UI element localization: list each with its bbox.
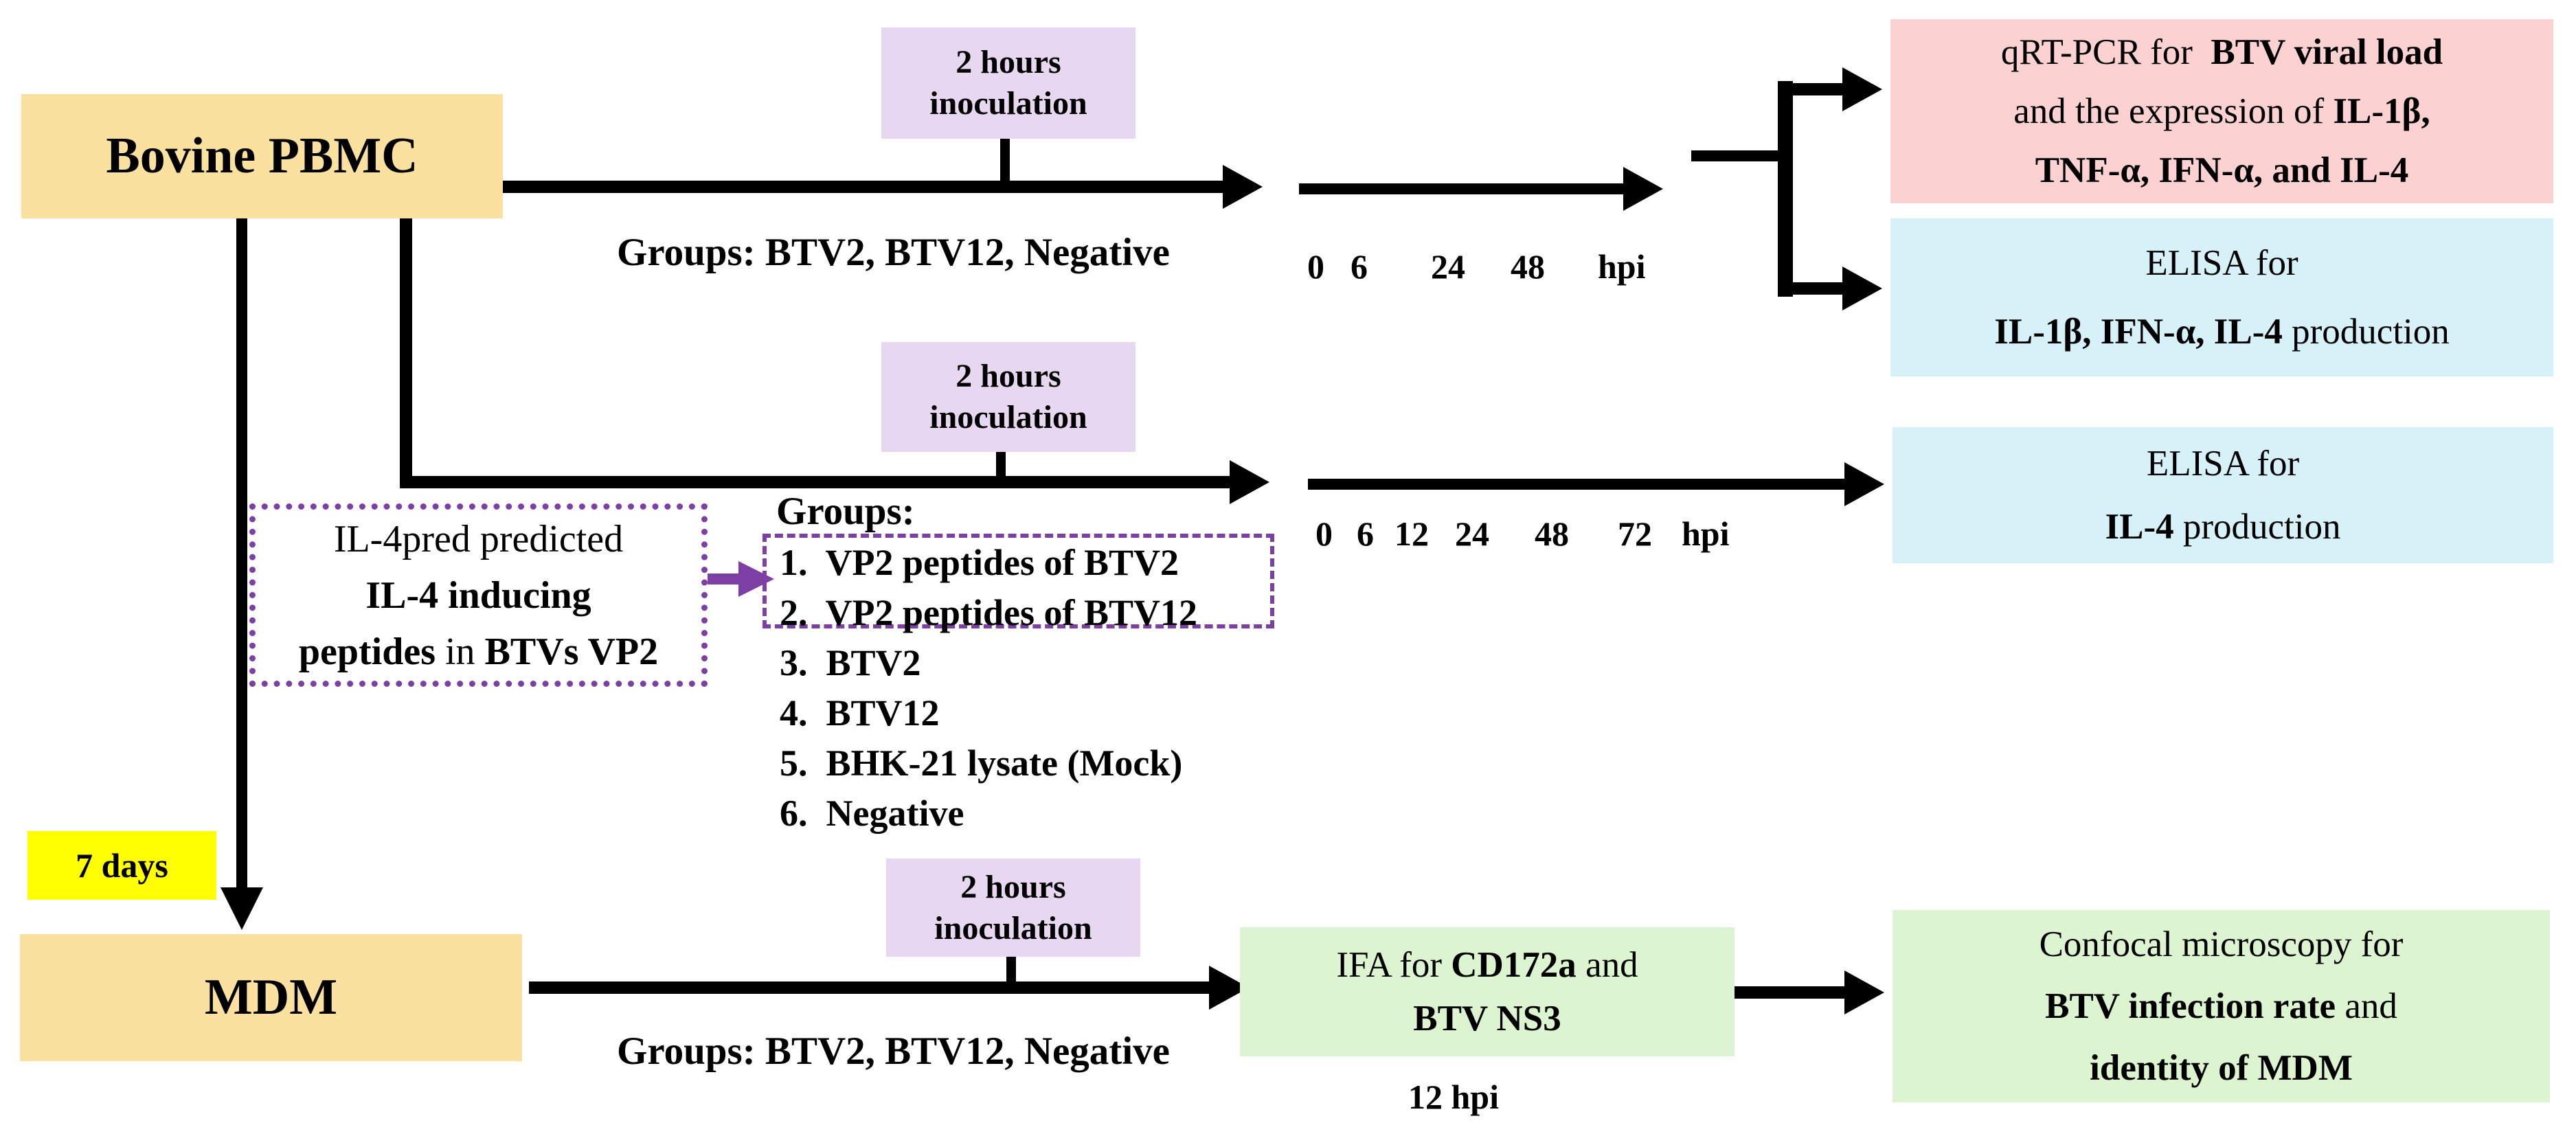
timeline1-head-icon	[1623, 167, 1663, 211]
timeline1-tick-hpi: hpi	[1598, 247, 1646, 286]
pbmc-to-mdm-line	[236, 218, 247, 887]
groups-label-row1: Groups: BTV2, BTV12, Negative	[617, 231, 1170, 274]
inoculation-box-3: 2 hours inoculation	[886, 859, 1140, 957]
inoculation-line1: 2 hours	[960, 868, 1066, 905]
inoculation-box-1: 2 hours inoculation	[881, 27, 1136, 139]
arrow-confocal-shaft	[1735, 986, 1844, 999]
group-item-3: 3. BTV2	[780, 642, 921, 683]
timeline2-tick-6: 6	[1357, 514, 1374, 553]
bovine-pbmc-box: Bovine PBMC	[21, 94, 503, 218]
arrow-pbmc-shaft	[503, 181, 1223, 193]
inoculation-line2: inoculation	[929, 85, 1087, 122]
group-item-2: 2. VP2 peptides of BTV12	[780, 592, 1198, 633]
timeline2-tick-24: 24	[1455, 514, 1489, 553]
peptide-groups-dashed-box	[762, 534, 1274, 628]
timeline2-tick-0: 0	[1315, 514, 1333, 553]
timeline2-tick-hpi: hpi	[1682, 514, 1730, 553]
mdm-timepoint-label: 12 hpi	[1408, 1078, 1500, 1116]
group-item-5: 5. BHK-21 lysate (Mock)	[780, 742, 1183, 784]
seven-days-box: 7 days	[27, 831, 216, 900]
fork-vertical	[1778, 81, 1793, 297]
groups-heading-row2: Groups:	[776, 490, 915, 533]
fork-top-head-icon	[1842, 67, 1882, 111]
arrow-peptide-shaft	[400, 476, 1230, 488]
timeline1-tick-6: 6	[1351, 247, 1368, 286]
timeline2-shaft	[1308, 479, 1844, 490]
timeline1-tick-48: 48	[1511, 247, 1545, 286]
arrow-confocal-head-icon	[1844, 970, 1884, 1014]
fork-bottom-head-icon	[1842, 266, 1882, 310]
inoculation-line2: inoculation	[934, 909, 1092, 946]
bovine-pbmc-label: Bovine PBMC	[106, 128, 418, 184]
tick-mark-2	[996, 452, 1006, 482]
timeline2-head-icon	[1844, 462, 1884, 506]
pbmc-to-mdm-head-icon	[221, 887, 263, 930]
group-item-1: 1. VP2 peptides of BTV2	[780, 542, 1179, 583]
fork-bottom-shaft	[1786, 282, 1842, 295]
inoculation-line1: 2 hours	[956, 44, 1061, 80]
seven-days-label: 7 days	[76, 846, 168, 885]
timeline2-tick-12: 12	[1394, 514, 1429, 553]
timeline2-tick-48: 48	[1535, 514, 1569, 553]
branch2-vertical	[400, 218, 412, 488]
mdm-label: MDM	[204, 969, 338, 1025]
group-item-4: 4. BTV12	[780, 692, 940, 734]
tick-mark-1	[1000, 139, 1010, 183]
inoculation-line2: inoculation	[929, 399, 1087, 435]
inoculation-box-2: 2 hours inoculation	[881, 342, 1136, 452]
fork-stub	[1691, 150, 1787, 161]
arrow-peptide-head-icon	[1230, 460, 1269, 504]
fork-top-shaft	[1786, 83, 1842, 95]
arrow-mdm-shaft	[529, 981, 1209, 994]
arrow-pbmc-head-icon	[1223, 165, 1263, 209]
timeline1-tick-24: 24	[1431, 247, 1465, 286]
timeline1-tick-0: 0	[1307, 247, 1324, 286]
groups-label-row3: Groups: BTV2, BTV12, Negative	[617, 1030, 1170, 1073]
mdm-box: MDM	[20, 934, 522, 1061]
timeline2-tick-72: 72	[1618, 514, 1652, 553]
timeline1-shaft	[1299, 183, 1623, 194]
inoculation-line1: 2 hours	[956, 358, 1061, 394]
purple-arrow-head-icon	[738, 561, 774, 597]
tick-mark-3	[1006, 957, 1016, 987]
group-item-6: 6. Negative	[780, 793, 964, 834]
purple-arrow-shaft	[708, 574, 738, 584]
